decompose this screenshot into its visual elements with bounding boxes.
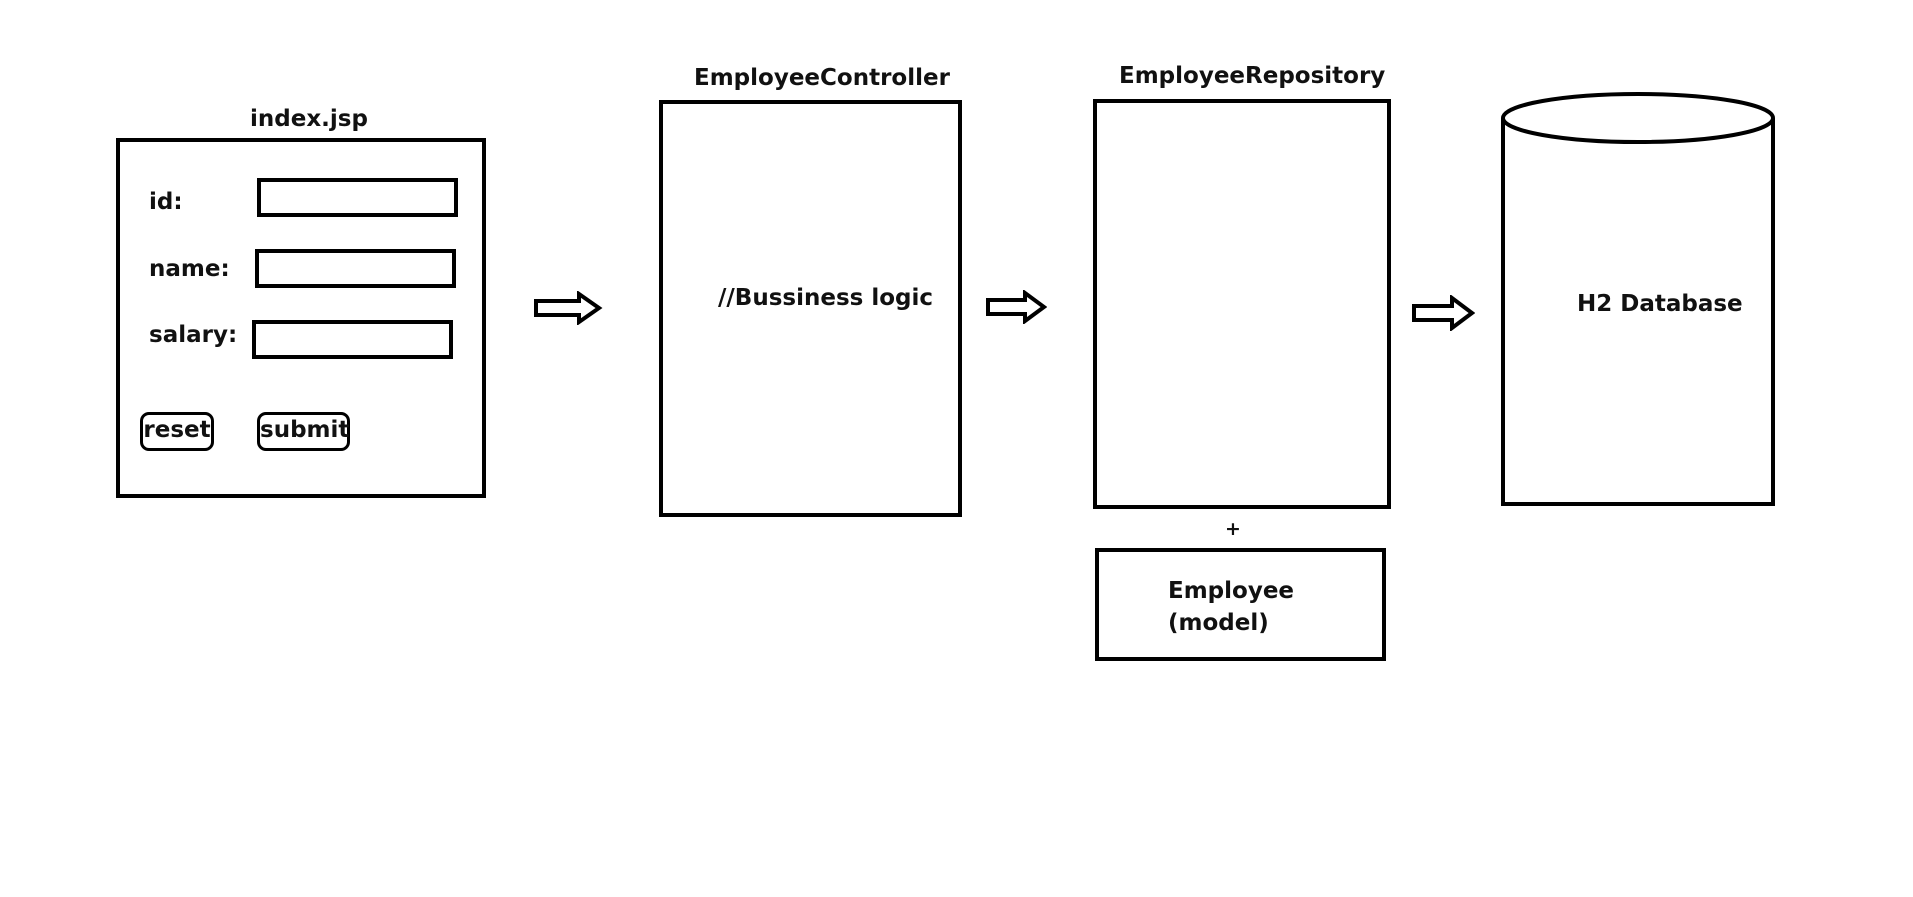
database-cylinder	[1501, 92, 1775, 506]
controller-title: EmployeeController	[694, 65, 950, 91]
repository-box	[1093, 99, 1391, 509]
repository-title: EmployeeRepository	[1119, 63, 1386, 89]
name-input[interactable]	[255, 249, 456, 288]
name-label: name:	[149, 256, 230, 282]
salary-label: salary:	[149, 322, 238, 348]
id-input[interactable]	[257, 178, 458, 217]
controller-body-text: //Bussiness logic	[718, 285, 933, 311]
id-label: id:	[149, 189, 183, 215]
reset-button[interactable]: reset	[140, 412, 214, 451]
form-title: index.jsp	[250, 106, 368, 132]
plus-sign: +	[1225, 518, 1241, 540]
arrow-repository-to-database	[1412, 295, 1475, 331]
employee-model-line1: Employee	[1168, 578, 1295, 604]
employee-model-line2: (model)	[1168, 610, 1269, 636]
submit-button[interactable]: submit	[257, 412, 350, 451]
employee-model-box	[1095, 548, 1386, 661]
controller-box	[659, 100, 962, 517]
arrow-form-to-controller	[534, 291, 603, 325]
arrow-controller-to-repository	[986, 290, 1047, 324]
salary-input[interactable]	[252, 320, 453, 359]
database-label: H2 Database	[1577, 291, 1743, 317]
